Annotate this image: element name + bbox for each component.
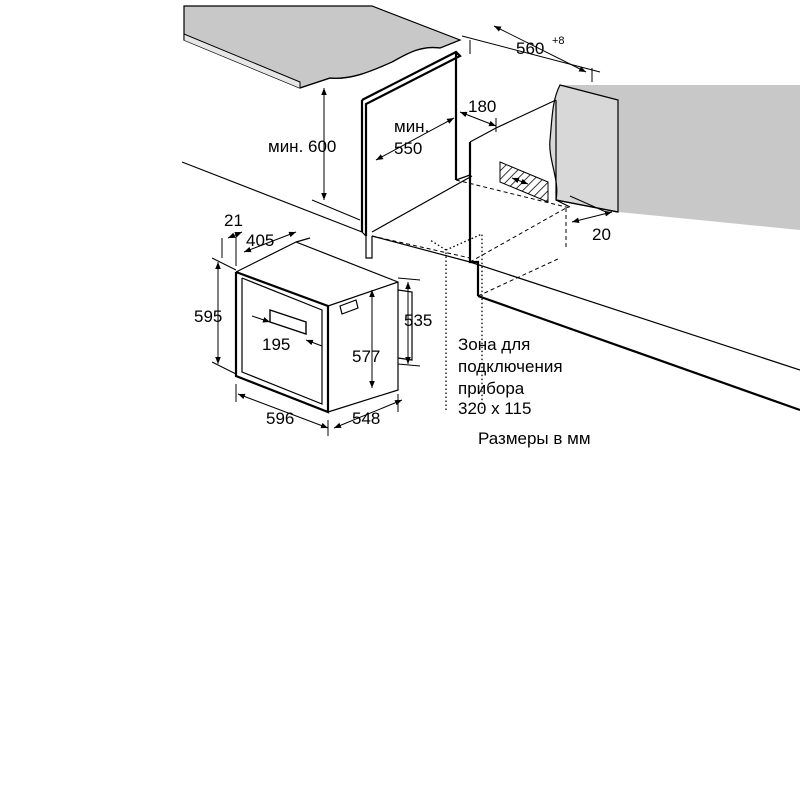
dimension-oven-depth [333, 394, 403, 429]
dimension-min-depth-prefix: мин. [394, 117, 429, 136]
connection-zone-text: Зона для подключения прибора 320 x 115 [458, 335, 563, 418]
dimension-vent-depth [459, 111, 497, 132]
dimension-oven-height-label: 595 [194, 307, 222, 326]
dimension-door-depth [243, 231, 297, 253]
dimension-oven-depth-label: 548 [352, 409, 380, 428]
dimension-front-offset-label: 21 [224, 211, 243, 230]
dimension-body-height-label: 535 [404, 311, 432, 330]
dimension-inner-height-label: 577 [352, 347, 380, 366]
oven-body [234, 237, 413, 414]
cabinet-niche [181, 50, 800, 412]
dimension-body-height [397, 277, 421, 367]
connection-zone-line-1: Зона для [458, 335, 530, 354]
connection-zone-line-2: подключения [458, 357, 563, 376]
dimension-oven-width [235, 384, 329, 436]
dimension-niche-width-tolerance: +8 [552, 35, 565, 47]
dimension-rear-gap-label: 20 [592, 225, 611, 244]
countertop-left [183, 5, 462, 89]
dimension-min-height-label: мин. 600 [268, 137, 336, 156]
dimension-display-width [251, 315, 323, 347]
dimension-front-offset [221, 231, 243, 266]
dimension-display-width-label: 195 [262, 335, 290, 354]
dimension-niche-width-label: 560 [516, 39, 544, 58]
units-note: Размеры в мм [478, 429, 591, 448]
countertop-right [549, 84, 800, 230]
connection-zone-line-4: 320 x 115 [458, 399, 531, 418]
dimension-vent-depth-label: 180 [468, 97, 496, 116]
dimension-min-depth [375, 117, 455, 161]
connection-zone-line-3: прибора [458, 379, 525, 398]
connection-zone-outline [429, 232, 483, 410]
dimension-min-depth-value: 550 [394, 139, 422, 158]
dimension-door-depth-label: 405 [246, 231, 274, 250]
dimension-min-height [311, 88, 361, 221]
dimension-rear-gap [569, 195, 613, 224]
dimension-oven-width-label: 596 [266, 409, 294, 428]
dimension-oven-height [211, 257, 237, 375]
vent-opening [499, 161, 549, 203]
dimension-niche-width [461, 25, 601, 82]
